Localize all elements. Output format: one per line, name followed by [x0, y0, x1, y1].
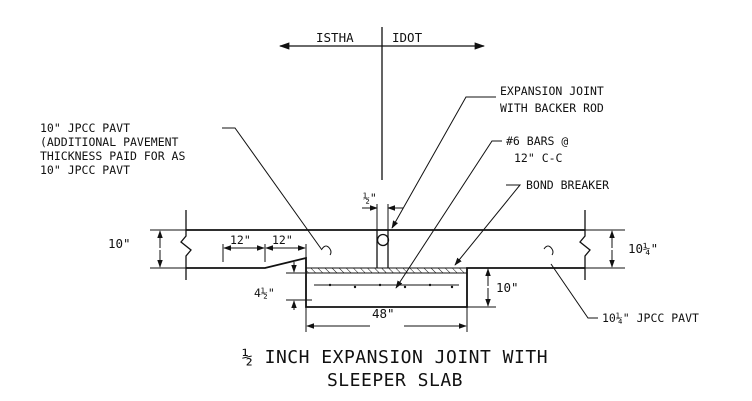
dim-taper-1: 12" — [230, 233, 251, 247]
callout-expansion-joint-1: EXPANSION JOINT — [500, 84, 604, 98]
dimension-joint-gap: ½" — [362, 191, 403, 230]
zone-label-istha: ISTHA — [316, 30, 354, 45]
callout-bars-2: 12" C-C — [514, 151, 563, 165]
sleeper-slab — [305, 267, 468, 289]
callout-texts: EXPANSION JOINT WITH BACKER ROD #6 BARS … — [40, 84, 699, 325]
dim-joint-gap: ½" — [363, 191, 377, 205]
callout-right-pavt: 10¼" JPCC PAVT — [602, 311, 699, 325]
callout-left-pavt-2: (ADDITIONAL PAVEMENT — [40, 135, 179, 149]
backer-rod — [376, 233, 390, 247]
callout-left-pavt-3: THICKNESS PAID FOR AS — [40, 149, 185, 163]
dimension-taper: 12" 12" — [222, 233, 307, 262]
dim-bar-depth: 4½" — [254, 286, 275, 300]
title-line-1: ½ INCH EXPANSION JOINT WITH — [242, 347, 548, 368]
callout-bars-1: #6 BARS @ — [506, 134, 568, 148]
rebar-dots — [328, 283, 454, 289]
callout-left-pavt-4: 10" JPCC PAVT — [40, 163, 130, 177]
bond-breaker-layer — [305, 267, 468, 274]
dimension-left-thickness: 10" — [108, 229, 186, 269]
pavement-slab — [180, 210, 591, 308]
dimension-sleeper-width: 48" — [305, 306, 468, 332]
drawing-title: ½ INCH EXPANSION JOINT WITH SLEEPER SLAB — [242, 347, 548, 391]
dim-right-thickness: 10¼" — [628, 241, 658, 256]
callout-expansion-joint-2: WITH BACKER ROD — [500, 101, 604, 115]
dimension-bar-depth: 4½" — [254, 262, 312, 310]
dim-sleeper-depth: 10" — [496, 280, 519, 295]
jurisdiction-marker: ISTHA IDOT — [278, 27, 486, 180]
dim-sleeper-width: 48" — [372, 306, 395, 321]
dimension-sleeper-depth: 10" — [467, 267, 519, 308]
dim-taper-2: 12" — [272, 233, 293, 247]
callout-left-pavt-1: 10" JPCC PAVT — [40, 121, 130, 135]
dimension-right-thickness: 10¼" — [585, 229, 658, 269]
callout-bond-breaker: BOND BREAKER — [526, 178, 609, 192]
dim-left-thickness: 10" — [108, 236, 131, 251]
zone-label-idot: IDOT — [392, 30, 423, 45]
title-line-2: SLEEPER SLAB — [327, 370, 463, 391]
callout-leaders — [222, 96, 598, 319]
